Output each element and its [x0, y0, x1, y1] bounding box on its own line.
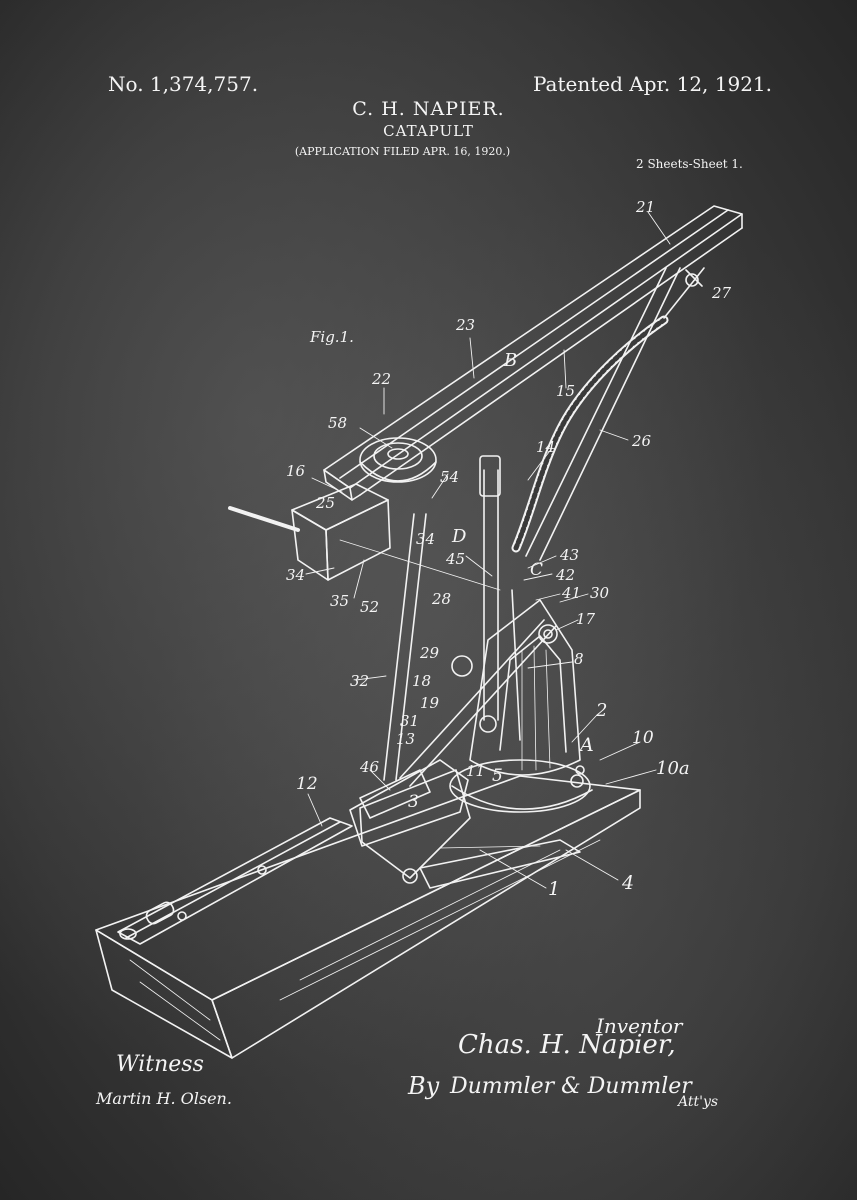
throwing-arm — [323, 205, 743, 501]
callout-8: 8 — [574, 650, 584, 668]
callout-2: 2 — [596, 700, 608, 721]
sheet-count: 2 Sheets-Sheet 1. — [636, 157, 743, 171]
callout-43: 43 — [560, 546, 580, 564]
witness-signature: Martin H. Olsen. — [96, 1089, 232, 1108]
callout-13: 13 — [396, 730, 416, 748]
callout-A: A — [580, 734, 594, 756]
patent-date: Patented Apr. 12, 1921. — [533, 72, 773, 96]
bracket-plate — [359, 769, 581, 889]
crosshead — [228, 483, 391, 581]
callout-41: 41 — [562, 584, 582, 602]
callout-D: D — [452, 526, 467, 547]
inventor-signature: Chas. H. Napier, — [458, 1030, 676, 1060]
callout-22: 22 — [372, 370, 392, 388]
callout-29: 29 — [420, 644, 440, 662]
callout-11: 11 — [466, 762, 486, 780]
callout-16: 16 — [286, 462, 306, 480]
witness-label: Witness — [116, 1052, 204, 1077]
figure-label: Fig.1. — [310, 328, 354, 346]
callout-45: 45 — [446, 550, 466, 568]
upright-rods — [479, 455, 521, 741]
inventor-label: Inventor — [596, 1014, 683, 1038]
pedestal — [449, 599, 593, 813]
callout-18: 18 — [412, 672, 432, 690]
callout-46: 46 — [360, 758, 380, 776]
application-filed-date: (APPLICATION FILED APR. 16, 1920.) — [294, 145, 511, 158]
callout-12: 12 — [296, 774, 318, 794]
callout-10a: 10a — [656, 758, 690, 779]
tension-spring — [511, 267, 705, 553]
callout-30: 30 — [590, 584, 610, 602]
callout-1: 1 — [548, 878, 561, 900]
callout-34-lower: 34 — [286, 566, 306, 584]
callout-25: 25 — [316, 494, 336, 512]
callout-19: 19 — [420, 694, 440, 712]
callout-3: 3 — [408, 792, 419, 812]
callout-14: 14 — [536, 438, 556, 456]
patent-number: No. 1,374,757. — [108, 72, 259, 96]
callout-27: 27 — [712, 284, 732, 302]
callout-52: 52 — [360, 598, 380, 616]
callout-5: 5 — [492, 766, 503, 786]
callout-10: 10 — [632, 728, 654, 748]
callout-B: B — [504, 350, 518, 371]
patent-title: CATAPULT — [383, 122, 474, 140]
callout-58: 58 — [328, 414, 348, 432]
trigger-block — [349, 655, 497, 847]
callout-54: 54 — [440, 468, 460, 486]
by-label: By — [408, 1072, 440, 1100]
callout-42: 42 — [556, 566, 576, 584]
callout-15: 15 — [556, 382, 576, 400]
callout-23: 23 — [456, 316, 476, 334]
callout-31: 31 — [400, 712, 420, 730]
callout-34-upper: 34 — [416, 530, 436, 548]
callout-35: 35 — [330, 592, 350, 610]
callout-26: 26 — [632, 432, 652, 450]
attorneys-signature: Dummler & Dummler — [450, 1074, 692, 1099]
callout-32: 32 — [350, 672, 370, 690]
callout-21: 21 — [636, 198, 656, 216]
callout-17: 17 — [576, 610, 596, 628]
attorneys-label: Att'ys — [678, 1094, 719, 1110]
callout-28: 28 — [432, 590, 452, 608]
callout-C: C — [530, 560, 544, 580]
leader-lines — [305, 211, 671, 889]
inventor-name: C. H. NAPIER. — [352, 98, 505, 120]
slide-channel — [117, 817, 353, 945]
link-bars — [339, 267, 681, 787]
throwing-cup — [359, 437, 437, 483]
callout-4: 4 — [622, 872, 635, 894]
